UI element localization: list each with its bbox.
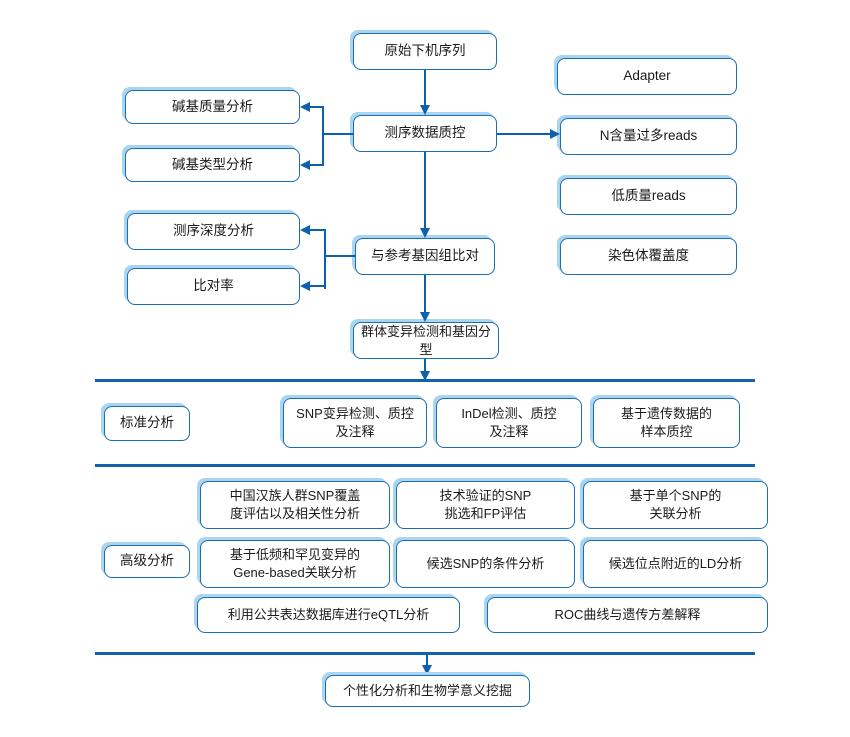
node-single-snp-association: 基于单个SNP的 关联分析 [583,481,768,529]
arrow-line-to-final [426,655,428,666]
node-low-quality-reads: 低质量reads [560,178,737,215]
connector-align-left-stem [324,255,355,257]
connector-qc-to-base-type [309,164,324,166]
node-tech-validated-snp: 技术验证的SNP 挑选和FP评估 [396,481,575,529]
arrow-line-qc-to-align [424,152,426,229]
node-eqtl-analysis: 利用公共表达数据库进行eQTL分析 [197,597,460,633]
arrowhead-align-to-variant [420,312,430,322]
arrowhead-qc-to-align [420,228,430,238]
node-han-snp-coverage: 中国汉族人群SNP覆盖 度评估以及相关性分析 [200,481,390,529]
node-ld-analysis: 候选位点附近的LD分析 [583,540,768,588]
connector-qc-to-n-reads [497,133,551,135]
node-depth-analysis: 测序深度分析 [127,213,300,250]
node-base-quality: 碱基质量分析 [125,90,300,124]
arrowhead-map-rate [300,281,310,291]
connector-align-left-riser [324,229,326,289]
connector-align-to-depth [309,229,326,231]
node-chrom-coverage: 染色体覆盖度 [560,238,737,275]
node-map-rate: 比对率 [127,268,300,305]
arrowhead-base-quality [300,102,310,112]
arrowhead-variant-to-divider [420,371,430,381]
node-align-ref: 与参考基因组比对 [355,238,495,275]
label-standard-analysis: 标准分析 [104,406,190,441]
node-conditional-analysis: 候选SNP的条件分析 [396,540,575,588]
node-personalized-analysis: 个性化分析和生物学意义挖掘 [325,675,530,707]
arrow-line-align-to-variant [424,275,426,313]
node-raw-reads: 原始下机序列 [353,33,497,70]
arrow-line-raw-to-qc [424,70,426,106]
divider-advanced-bottom [95,652,755,655]
node-pop-variant: 群体变异检测和基因分型 [353,322,499,359]
arrowhead-base-type [300,160,310,170]
arrowhead-final [422,665,432,675]
node-n-reads: N含量过多reads [560,118,737,155]
node-base-type: 碱基类型分析 [125,148,300,182]
node-adapter: Adapter [557,58,737,95]
label-advanced-analysis: 高级分析 [104,545,190,578]
node-genetic-sample-qc: 基于遗传数据的 样本质控 [593,398,740,448]
divider-standard-bottom [95,464,755,467]
node-gene-based-association: 基于低频和罕见变异的 Gene-based关联分析 [200,540,390,588]
node-snp-detection: SNP变异检测、质控 及注释 [283,398,427,448]
connector-qc-to-base-quality [309,106,324,108]
arrowhead-depth [300,225,310,235]
arrowhead-raw-to-qc [420,105,430,115]
node-roc-variance: ROC曲线与遗传方差解释 [487,597,768,633]
connector-qc-left-riser [322,106,324,166]
arrow-line-variant-to-divider [424,359,426,373]
divider-standard-top [95,379,755,382]
node-data-qc: 测序数据质控 [353,115,497,152]
node-indel-detection: InDel检测、质控 及注释 [436,398,582,448]
connector-qc-left-stem [322,133,353,135]
arrowhead-n-reads [550,129,560,139]
connector-align-to-map-rate [309,285,326,287]
